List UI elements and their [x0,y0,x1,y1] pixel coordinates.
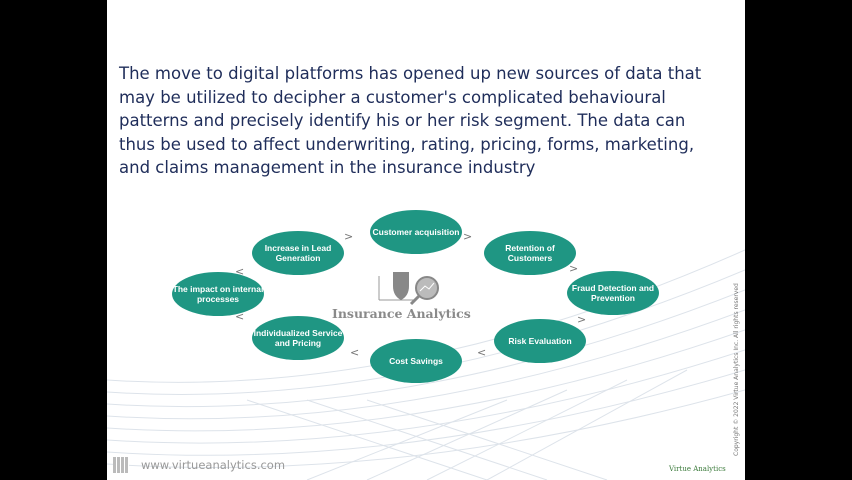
website-url[interactable]: www.virtueanalytics.com [141,458,286,472]
insurance-analytics-icon [378,272,439,306]
background-lines [107,249,745,480]
node-fraud: Fraud Detection and Prevention [567,271,659,315]
arrow-icon: < [235,310,245,323]
node-impact: The impact on internal processes [172,272,264,316]
arrow-icon: < [350,346,360,359]
node-lead-generation: Increase in Lead Generation [252,231,344,275]
arrow-icon: > [344,230,354,243]
copyright: Copyright © 2022 Virtue Analytics Inc. A… [733,283,740,456]
slide: The move to digital platforms has opened… [107,0,745,480]
qr-icon [113,457,129,473]
node-cost-savings: Cost Savings [370,339,462,383]
node-customer-acquisition: Customer acquisition [370,210,462,254]
center-title: Insurance Analytics [332,306,471,321]
arrow-icon: > [577,313,587,326]
node-retention: Retention of Customers [484,231,576,275]
arrow-icon: < [235,265,245,278]
body-text: The move to digital platforms has opened… [119,64,702,177]
node-individualized: Individualized Service and Pricing [252,316,344,360]
arrow-icon: < [477,346,487,359]
node-risk: Risk Evaluation [494,319,586,363]
company-logo: Virtue Analytics [669,465,726,473]
arrow-icon: > [569,262,579,275]
arrow-icon: > [463,230,473,243]
